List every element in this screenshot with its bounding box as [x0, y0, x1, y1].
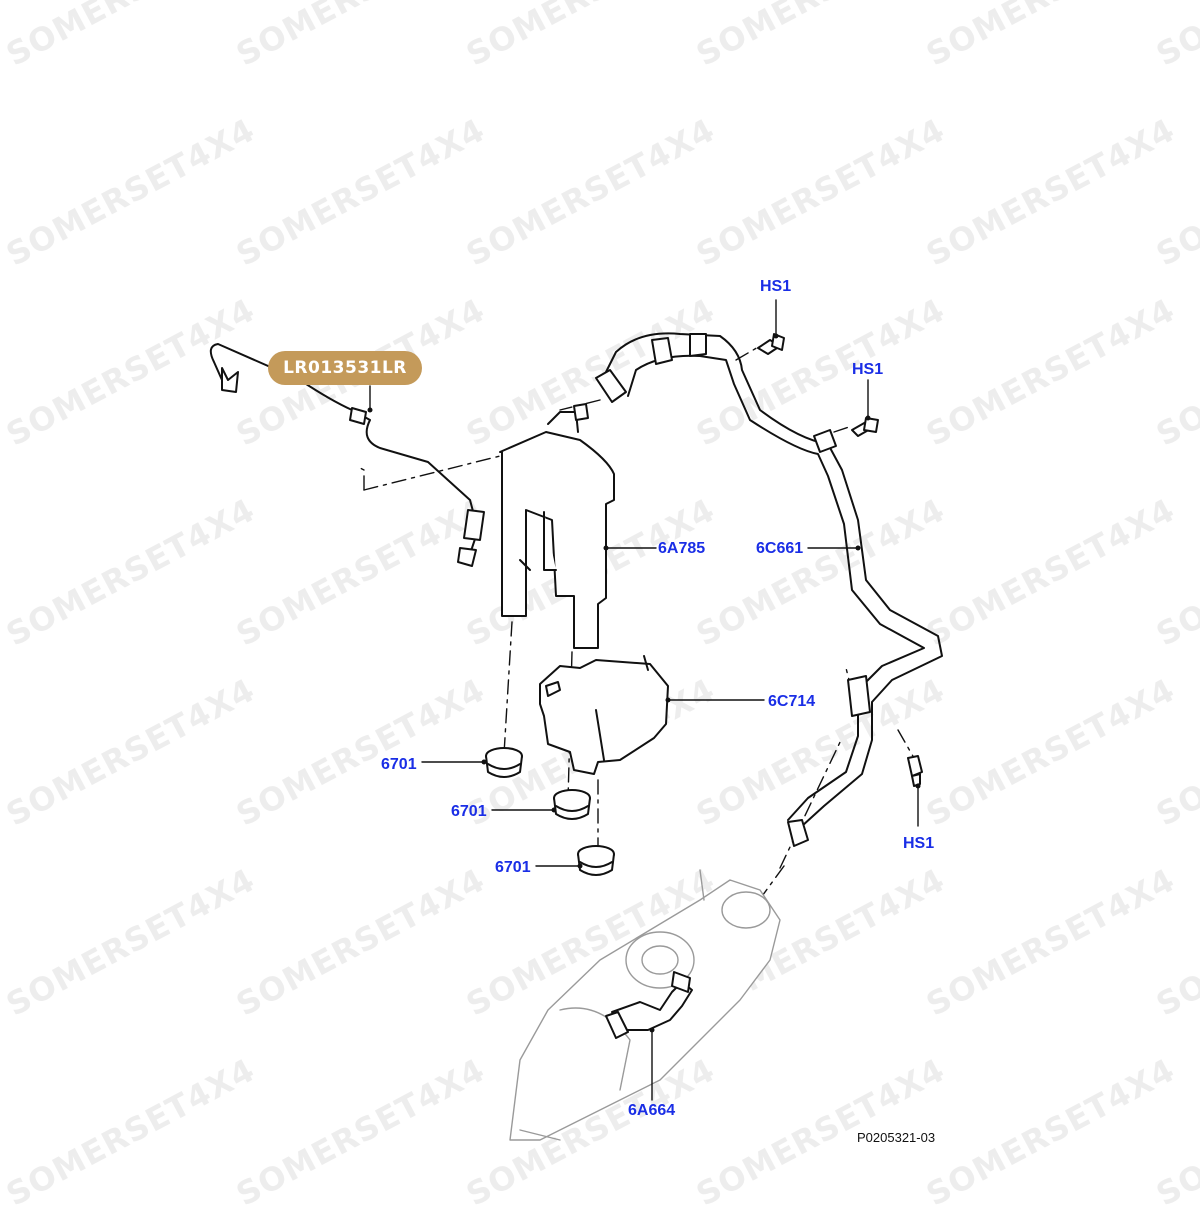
oil-separator-6a785[interactable]: [499, 403, 615, 649]
grommet-6701-c[interactable]: [577, 845, 615, 876]
grommet-6701-a[interactable]: [485, 747, 523, 778]
bolt-hs1-top[interactable]: [757, 333, 785, 355]
callout-6c661[interactable]: 6C661: [756, 540, 804, 557]
callout-6a664[interactable]: 6A664: [628, 1102, 676, 1119]
bolt-hs1-mid[interactable]: [851, 417, 879, 437]
callout-6c714[interactable]: 6C714: [768, 693, 816, 710]
breather-housing-6c714[interactable]: [539, 655, 669, 775]
part-number-badge[interactable]: LR013531LR: [268, 351, 422, 385]
callout-hs1-top[interactable]: HS1: [760, 278, 792, 295]
figure-id: P0205321-03: [857, 1130, 936, 1145]
callout-hs1-mid[interactable]: HS1: [852, 361, 884, 378]
callout-leaders: [369, 299, 919, 1101]
callout-6a785[interactable]: 6A785: [658, 540, 706, 557]
grommet-6701-b[interactable]: [553, 789, 591, 820]
bolt-hs1-bottom[interactable]: [907, 755, 923, 787]
callout-6701-a[interactable]: 6701: [381, 756, 417, 773]
callout-6701-b[interactable]: 6701: [451, 803, 487, 820]
callout-hs1-bottom[interactable]: HS1: [903, 835, 935, 852]
callout-6701-c[interactable]: 6701: [495, 859, 531, 876]
breather-pipe-6a664[interactable]: [605, 971, 693, 1039]
breather-pipe-lr013531lr[interactable]: [209, 343, 485, 567]
callout-dots: [367, 333, 921, 1033]
breather-hose-6c661[interactable]: [595, 332, 943, 847]
